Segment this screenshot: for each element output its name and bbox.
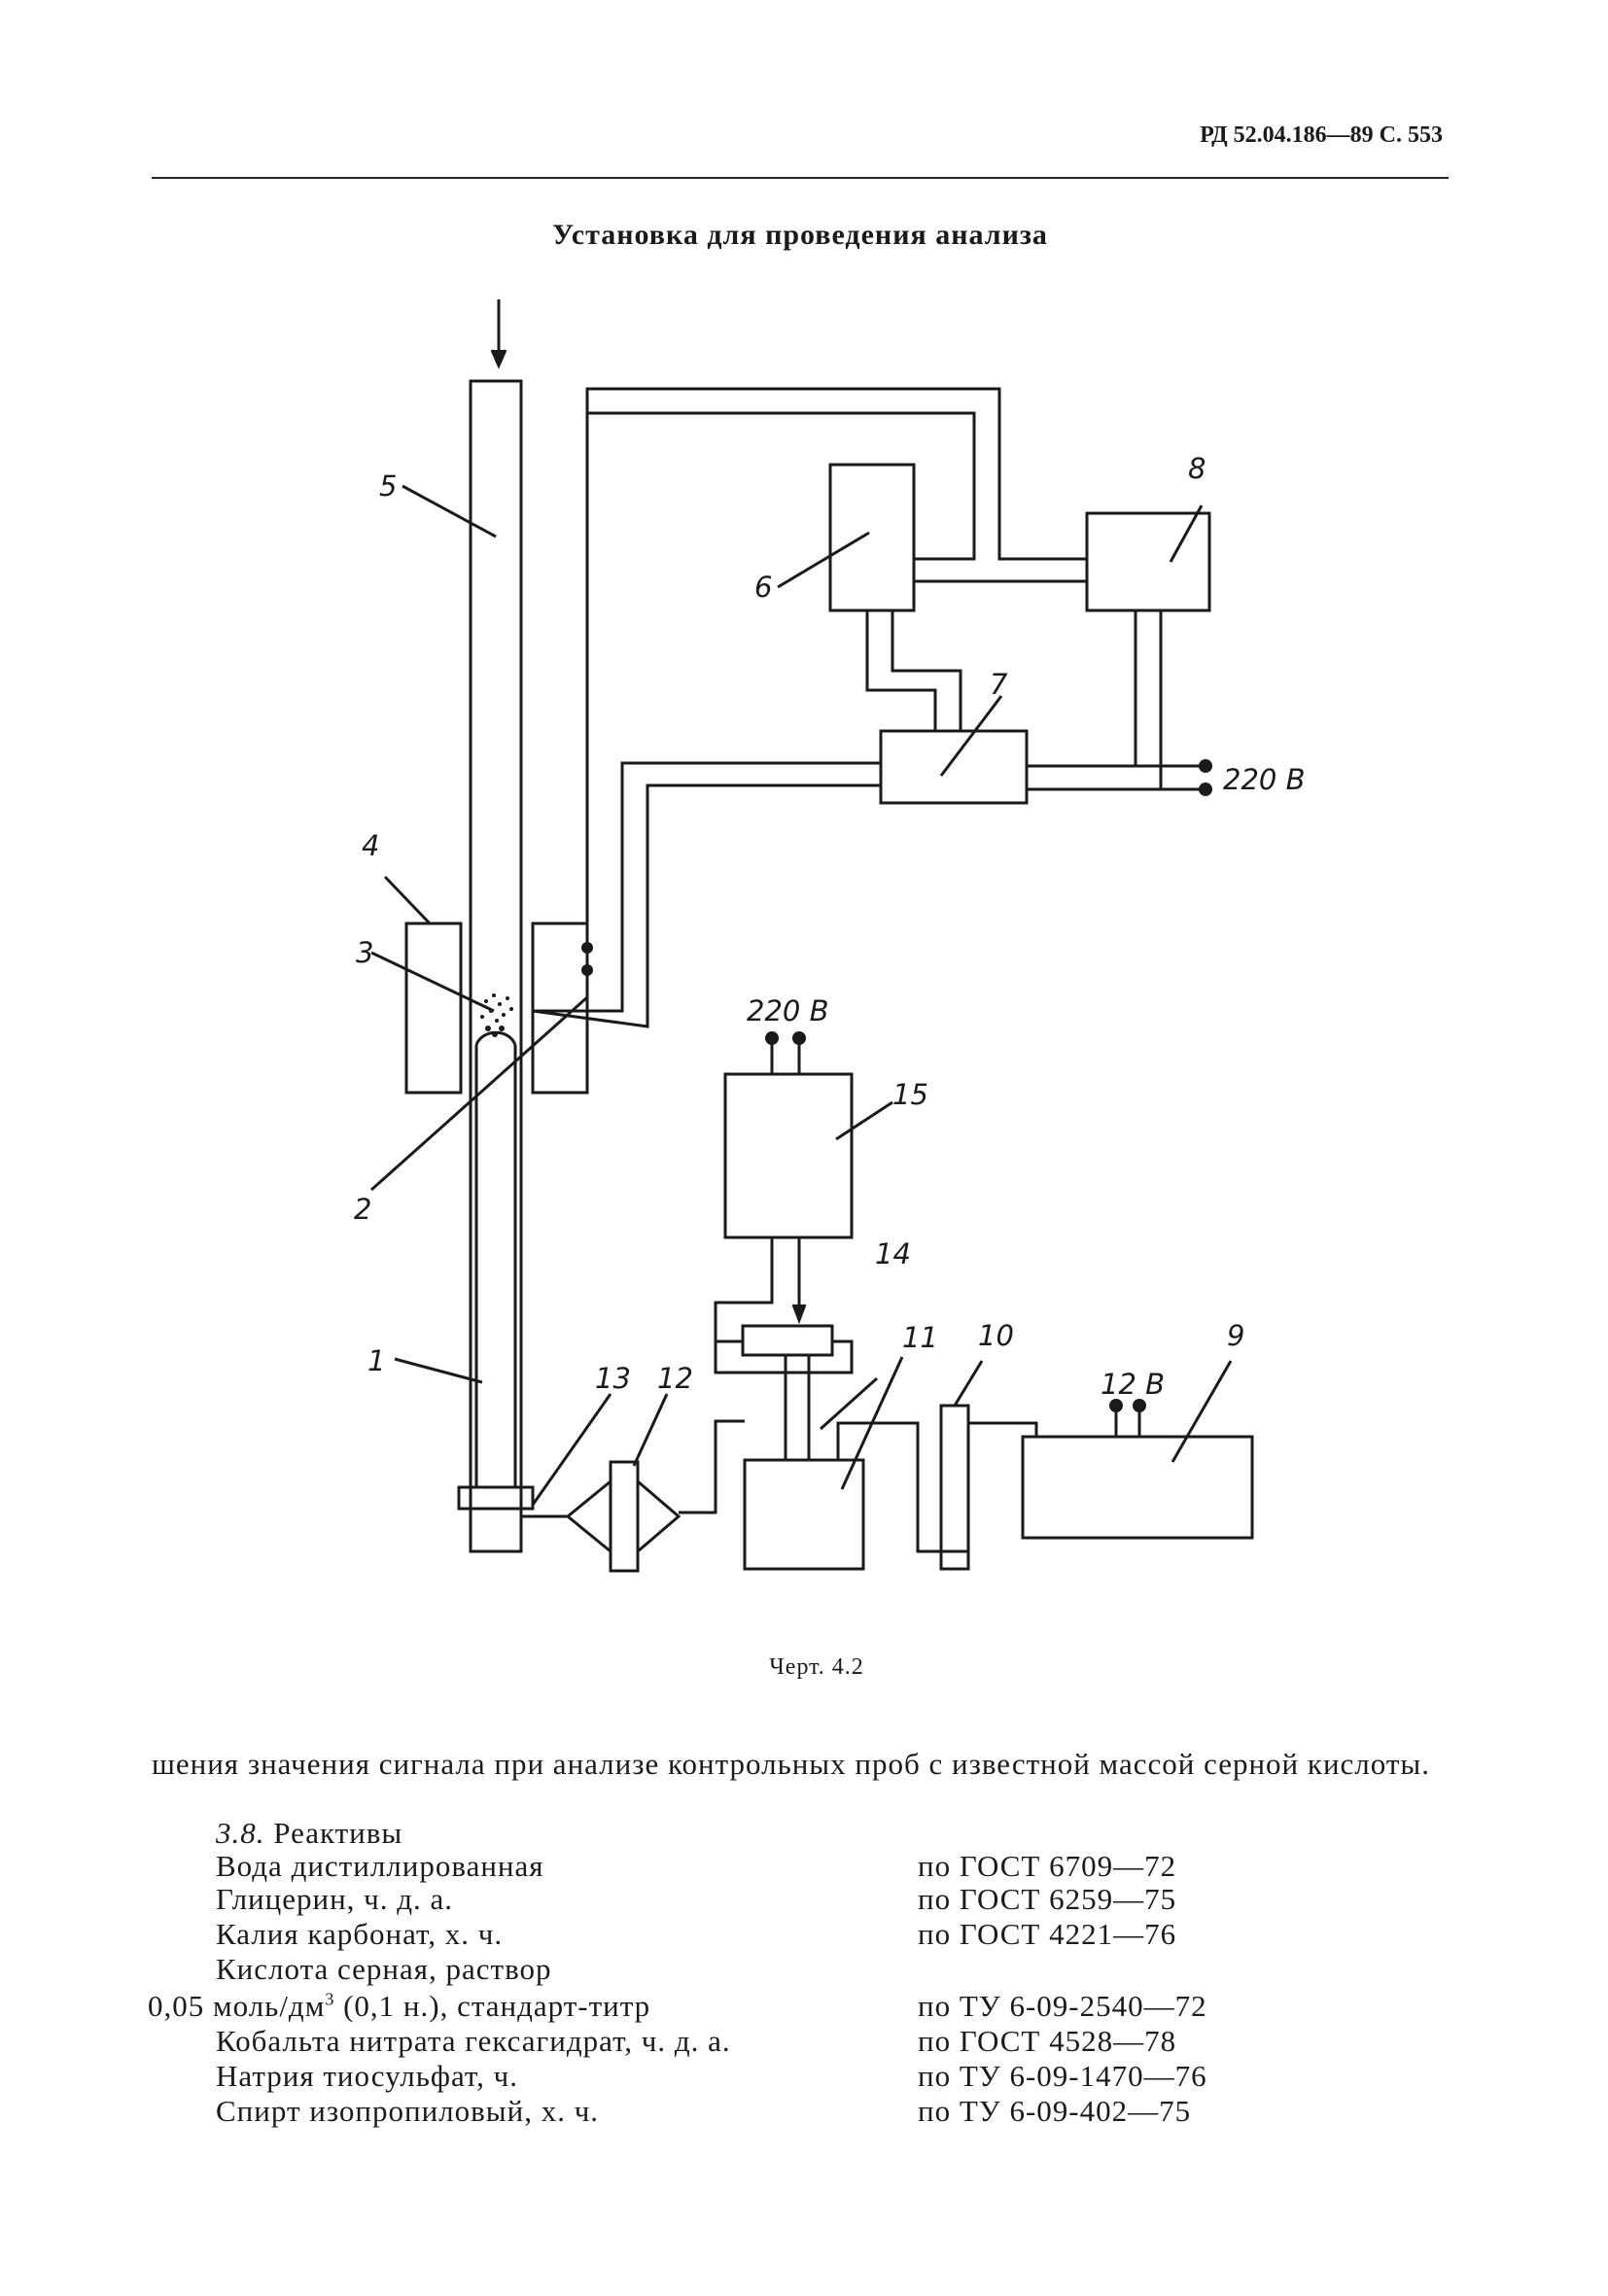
reagent-row: Глицерин, ч. д. а. [216, 1882, 453, 1917]
reagent-row: Калия карбонат, х. ч. [216, 1917, 503, 1952]
reagent-row: Спирт изопропиловый, х. ч. [216, 2094, 599, 2129]
label-3: 3 [356, 936, 373, 969]
block-14 [741, 1324, 834, 1357]
reagent-name-suffix: (0,1 н.), стандарт-титр [334, 1989, 651, 2023]
label-2: 2 [354, 1193, 371, 1226]
label-220v-top: 220 В [1223, 763, 1305, 796]
reagent-row: Вода дистиллированная [216, 1849, 544, 1884]
label-7: 7 [990, 668, 1008, 701]
furnace-right [531, 922, 589, 1095]
body-paragraph: шения значения сигнала при анализе контр… [152, 1747, 1430, 1781]
block-15 [723, 1072, 854, 1239]
figure-title: Установка для проведения анализа [552, 219, 1048, 251]
reagent-row: 0,05 моль/дм3 (0,1 н.), стандарт-титр [148, 1989, 650, 2024]
reagent-name: Кислота серная, раствор [216, 1952, 552, 1986]
block-9 [1021, 1435, 1254, 1540]
reagent-standard: по ГОСТ 6259—75 [918, 1882, 1177, 1916]
block-12 [609, 1460, 640, 1573]
label-13: 13 [595, 1362, 631, 1395]
reagent-row: Кислота серная, раствор [216, 1952, 552, 1987]
label-8: 8 [1188, 452, 1206, 485]
reagent-name: Глицерин, ч. д. а. [216, 1882, 454, 1916]
reagent-name-prefix: 0,05 моль/дм [148, 1989, 326, 2023]
tube-base-clamp [457, 1485, 535, 1511]
block-10 [939, 1404, 970, 1571]
block-11 [743, 1458, 865, 1571]
reagent-name: Кобальта нитрата гексагидрат, ч. д. а. [216, 2024, 731, 2058]
reagent-name: Калия карбонат, х. ч. [216, 1917, 504, 1951]
block-8 [1085, 511, 1211, 612]
header-rule [152, 177, 1449, 179]
reagent-row: Натрия тиосульфат, ч. [216, 2059, 518, 2094]
block-7 [879, 729, 1029, 805]
label-1: 1 [367, 1344, 385, 1377]
reagent-name: Спирт изопропиловый, х. ч. [216, 2094, 600, 2128]
label-4: 4 [362, 829, 379, 862]
reagent-name: Вода дистиллированная [216, 1849, 544, 1883]
section-title: Реактивы [273, 1816, 403, 1850]
reagent-name-sup: 3 [325, 1989, 335, 2009]
reagent-standard: по ГОСТ 4221—76 [918, 1917, 1177, 1951]
reagent-standard: по ГОСТ 4528—78 [918, 2024, 1177, 2058]
reagent-name: Натрия тиосульфат, ч. [216, 2059, 518, 2093]
label-14: 14 [875, 1237, 911, 1270]
label-9: 9 [1227, 1319, 1244, 1352]
reagent-standard: по ГОСТ 6709—72 [918, 1849, 1177, 1883]
label-5: 5 [379, 470, 397, 503]
label-10: 10 [978, 1319, 1014, 1352]
page-header: РД 52.04.186—89 С. 553 [1200, 122, 1443, 148]
reagent-row: Кобальта нитрата гексагидрат, ч. д. а. [216, 2024, 731, 2059]
label-12: 12 [657, 1362, 693, 1395]
label-6: 6 [754, 571, 772, 604]
sample-particles [480, 993, 513, 1037]
tube [469, 379, 523, 1553]
section-heading: 3.8. Реактивы [216, 1816, 402, 1851]
block-6 [828, 463, 916, 612]
label-220v-mid: 220 В [747, 994, 828, 1027]
label-11: 11 [902, 1321, 938, 1354]
reagent-standard: по ТУ 6-09-1470—76 [918, 2059, 1207, 2093]
reagent-standard: по ТУ 6-09-402—75 [918, 2094, 1192, 2128]
furnace-left [404, 922, 463, 1095]
figure-caption: Черт. 4.2 [769, 1654, 864, 1680]
label-12v: 12 В [1101, 1368, 1165, 1401]
label-15: 15 [892, 1078, 928, 1111]
reagent-standard: по ТУ 6-09-2540—72 [918, 1989, 1207, 2023]
section-number: 3.8. [216, 1816, 265, 1850]
apparatus-diagram: 5 6 8 7 220 В 4 3 2 1 220 В 15 14 13 12 … [354, 299, 1305, 1573]
